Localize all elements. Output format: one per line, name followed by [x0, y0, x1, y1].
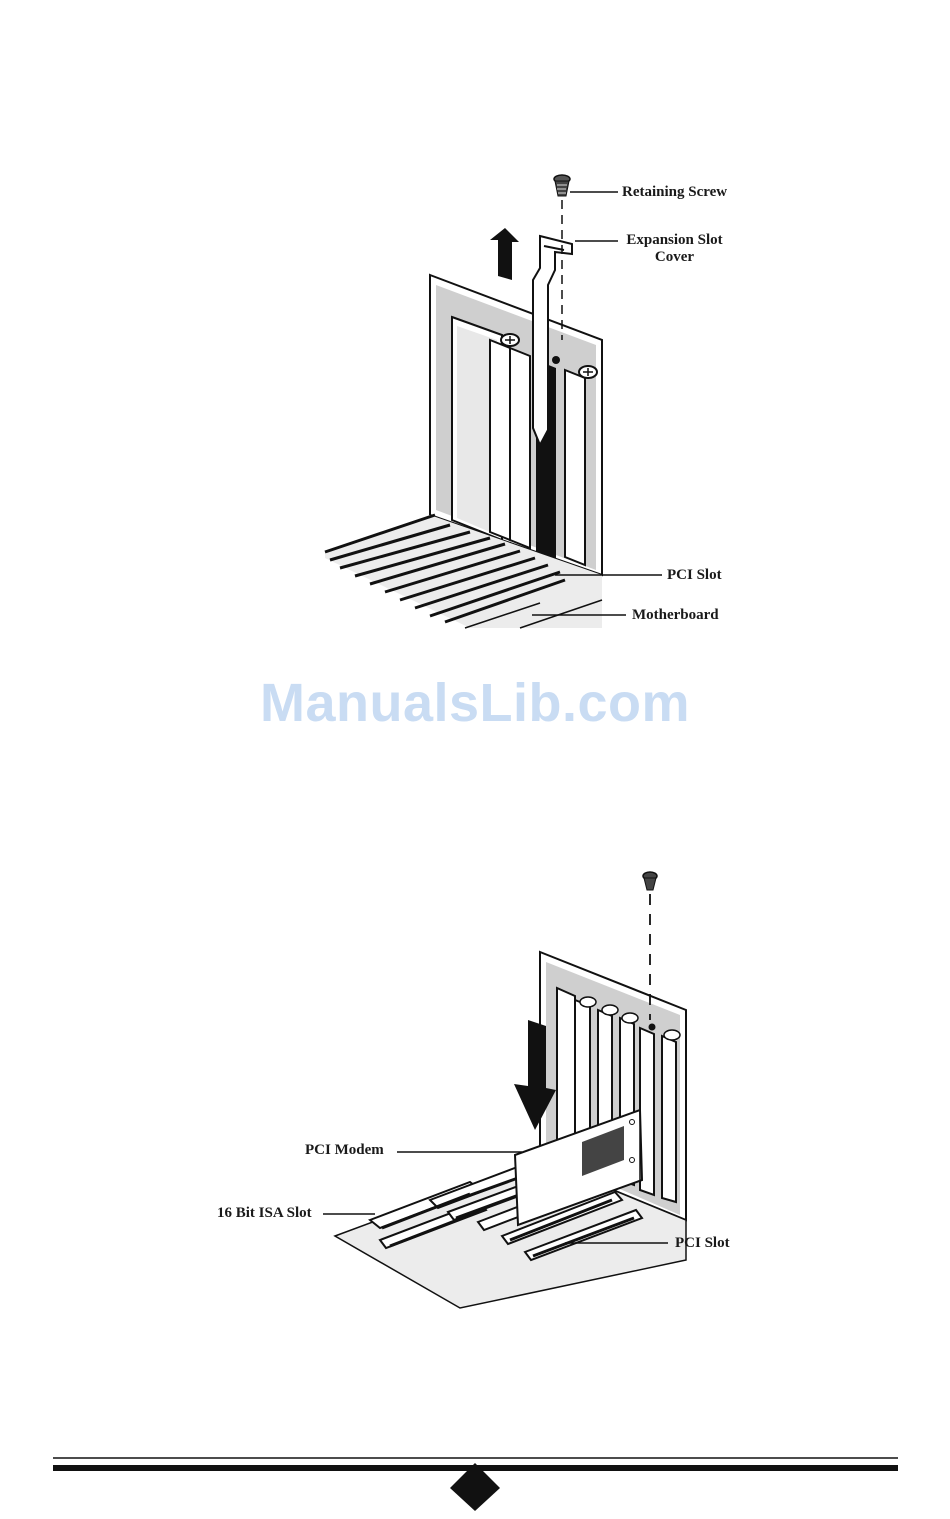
figure-2-illustration: [0, 860, 950, 1320]
figure-remove-slot-cover: Retaining Screw Expansion Slot Cover PCI…: [0, 0, 950, 650]
figure-install-pci-modem: PCI Modem 16 Bit ISA Slot PCI Slot: [0, 860, 950, 1320]
label-retaining-screw: Retaining Screw: [622, 184, 727, 201]
label-pci-slot-2: PCI Slot: [675, 1235, 730, 1252]
figure-1-illustration: [0, 0, 950, 650]
footer-rule-graphic: [0, 1455, 950, 1514]
label-pci-modem: PCI Modem: [305, 1142, 384, 1159]
footer-rule: [0, 1455, 950, 1514]
label-expansion-slot-cover-line2: Cover: [622, 249, 727, 266]
retaining-screw-icon: [554, 175, 570, 340]
label-expansion-slot-cover-line1: Expansion Slot: [622, 232, 727, 249]
label-motherboard: Motherboard: [632, 607, 719, 624]
label-pci-slot: PCI Slot: [667, 567, 722, 584]
label-16-bit-isa-slot: 16 Bit ISA Slot: [217, 1205, 312, 1222]
watermark: ManualsLib.com: [0, 672, 950, 734]
up-arrow-icon: [490, 228, 519, 280]
label-expansion-slot-cover: Expansion Slot Cover: [622, 232, 727, 266]
